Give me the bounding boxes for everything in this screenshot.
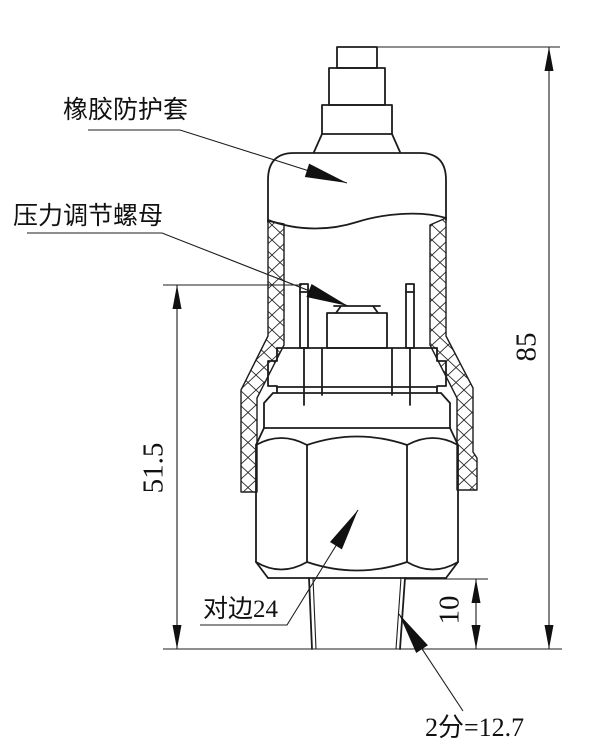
dimension-thread-length: 10 [405, 578, 488, 649]
boot-left-wall-section [240, 220, 285, 493]
adjustment-mechanism [263, 283, 451, 429]
right-terminal-pin [405, 283, 415, 349]
terminal-base-step [321, 104, 393, 135]
hex-facet-lines [306, 444, 408, 563]
leader-arrow [304, 163, 347, 183]
dim-arrow-up [172, 285, 182, 309]
hex-bottom-chamfer [255, 561, 459, 572]
hex-body [255, 427, 459, 579]
threaded-stub [308, 577, 406, 650]
terminal-mid-step [328, 67, 386, 106]
dim-arrow-up [471, 579, 481, 603]
leader-arrow [399, 614, 428, 653]
terminal-top-step [336, 46, 378, 69]
boot-dome-outline [267, 152, 447, 223]
dimension-upper-height: 51.5 [138, 284, 302, 649]
label-text-adjust-nut: 压力调节螺母 [13, 202, 163, 230]
rubber-boot [240, 152, 478, 493]
label-text-rubber-boot: 橡胶防护套 [63, 96, 188, 124]
terminal-stack [313, 46, 401, 153]
neck-taper [313, 133, 401, 153]
body-inner-lines [276, 347, 438, 406]
leader-across-flats [200, 509, 359, 626]
left-terminal-pin [299, 283, 309, 349]
label-across-flats: 对边24 [200, 509, 359, 626]
dim-arrow-down [471, 625, 481, 649]
leader-rubber-boot [88, 129, 348, 184]
label-rubber-boot: 橡胶防护套 [63, 96, 348, 184]
label-adjust-nut: 压力调节螺母 [13, 202, 349, 307]
dimension-overall-height: 85 [337, 46, 560, 649]
dim-text-10: 10 [434, 596, 466, 625]
label-text-across-flats: 对边24 [203, 595, 279, 623]
boot-break-wave-line [267, 212, 447, 230]
dim-arrow-up [544, 47, 554, 71]
adjustment-nut-body [326, 312, 388, 349]
thread-inner-lines [312, 577, 402, 650]
dim-arrow-down [172, 625, 182, 649]
hex-top-chamfer [255, 435, 459, 446]
label-text-thread-size: 2分=12.7 [425, 713, 524, 742]
hex-side-edges [255, 427, 459, 579]
thread-outer-edges [308, 577, 406, 650]
leader-adjust-nut [27, 232, 349, 307]
adjustment-nut-cap [333, 305, 381, 314]
label-thread-size: 2分=12.7 [398, 613, 524, 742]
base-flange-band [263, 392, 451, 429]
leader-arrow [329, 510, 358, 550]
dim-text-515: 51.5 [138, 443, 170, 494]
dim-arrow-down [544, 625, 554, 649]
dim-text-85: 85 [511, 333, 543, 362]
boot-right-wall-section [429, 217, 478, 491]
leader-arrow [306, 283, 348, 306]
